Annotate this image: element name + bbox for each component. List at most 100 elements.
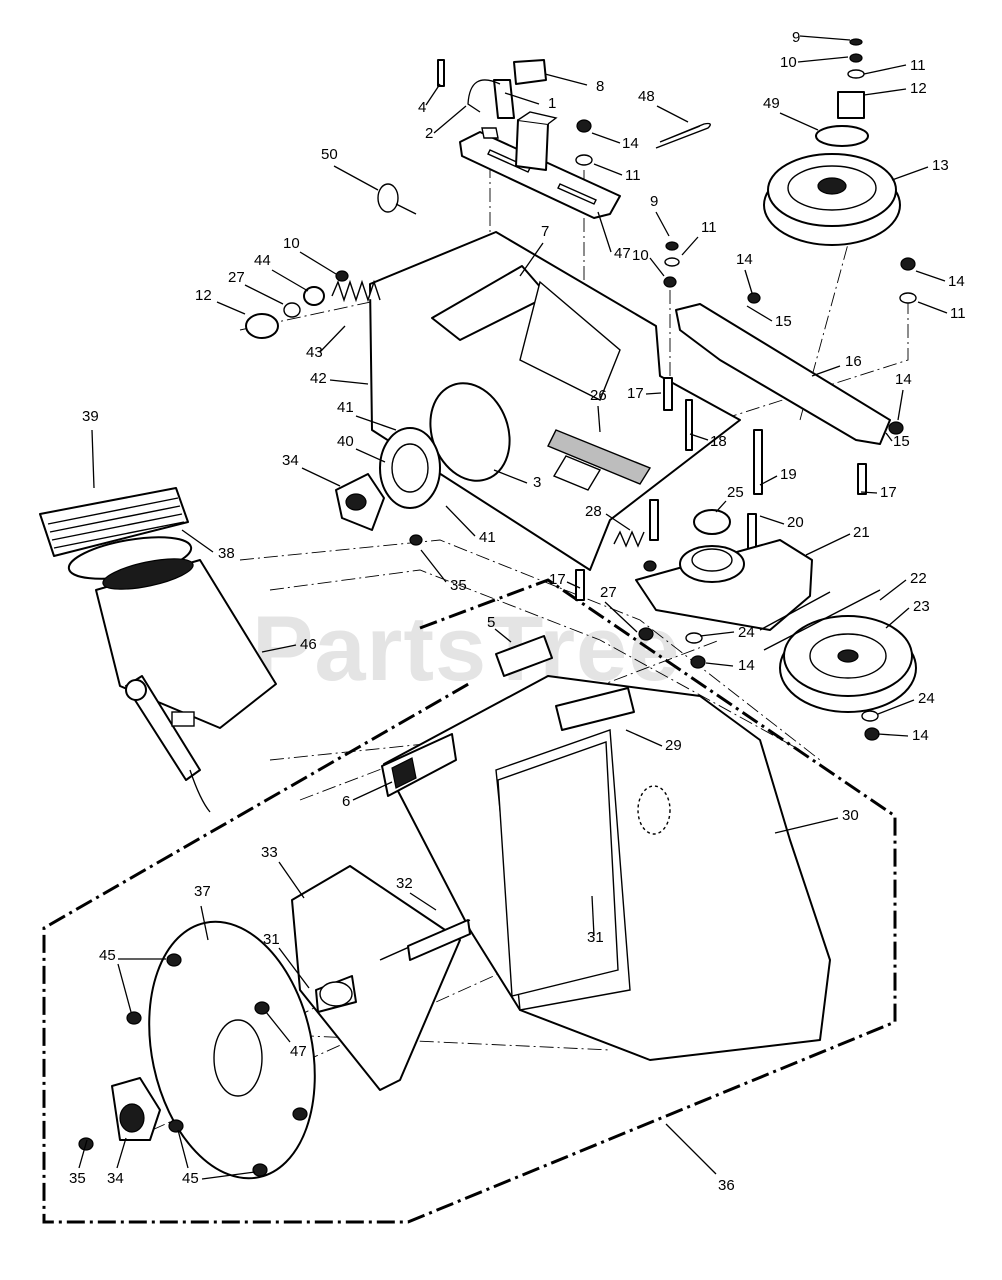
callout-label-c35b: 35 bbox=[69, 1170, 86, 1187]
callout-label-c22: 22 bbox=[910, 570, 927, 587]
callout-leader-c8 bbox=[544, 73, 588, 86]
callout-label-c13: 13 bbox=[932, 157, 949, 174]
callout-label-c8: 8 bbox=[596, 78, 604, 95]
callout-label-c29: 29 bbox=[665, 737, 682, 754]
callout-label-c41a: 41 bbox=[337, 399, 354, 416]
callout-label-c49: 49 bbox=[763, 95, 780, 112]
callout-label-c31a: 31 bbox=[263, 931, 280, 948]
callout-leader-c46 bbox=[261, 644, 297, 653]
callout-leader-c30 bbox=[774, 817, 839, 834]
callout-leader-c14a bbox=[591, 132, 621, 144]
callout-leader-c37 bbox=[200, 905, 209, 941]
hairpin-clip bbox=[655, 122, 711, 149]
callout-leader-c27a bbox=[244, 284, 284, 305]
callout-label-c7: 7 bbox=[541, 223, 549, 240]
callout-label-c10a: 10 bbox=[780, 54, 797, 71]
callout-leader-c43 bbox=[319, 325, 346, 353]
callout-leader-c19 bbox=[759, 475, 778, 486]
callout-label-c18: 18 bbox=[710, 433, 727, 450]
callout-leader-c35b bbox=[78, 1139, 88, 1169]
callout-label-c33: 33 bbox=[261, 844, 278, 861]
callout-leader-c12a bbox=[863, 88, 907, 96]
assembly-group-border bbox=[42, 578, 897, 1224]
callout-leader-c9b bbox=[655, 211, 670, 237]
decal-5 bbox=[495, 635, 553, 677]
callout-leader-c22 bbox=[879, 579, 907, 601]
callout-label-c20: 20 bbox=[787, 514, 804, 531]
callout-leader-c28 bbox=[605, 513, 631, 531]
callout-leader-c11b bbox=[593, 163, 623, 176]
callout-leader-c33 bbox=[278, 861, 305, 899]
callout-leader-c11a bbox=[863, 64, 907, 75]
callout-label-c14f: 14 bbox=[912, 727, 929, 744]
callout-leader-c6 bbox=[352, 781, 393, 801]
callout-label-c45a: 45 bbox=[99, 947, 116, 964]
callout-leader-c20 bbox=[759, 515, 785, 525]
callout-leader-c21 bbox=[805, 533, 851, 556]
callout-label-c11c: 11 bbox=[701, 219, 717, 236]
callout-label-c44: 44 bbox=[254, 252, 271, 269]
callout-leader-c32 bbox=[409, 892, 437, 911]
callout-leader-c2 bbox=[433, 105, 467, 134]
callout-leader-c45d bbox=[177, 1129, 189, 1169]
callout-label-c36: 36 bbox=[718, 1177, 735, 1194]
callout-leader-c3 bbox=[493, 469, 528, 484]
callout-label-c38: 38 bbox=[218, 545, 235, 562]
callout-leader-c15b bbox=[885, 432, 893, 442]
callout-leader-c23 bbox=[885, 607, 910, 629]
callout-leader-c14e bbox=[705, 662, 734, 667]
callout-leader-c15a bbox=[746, 305, 773, 322]
bolts bbox=[575, 377, 867, 601]
callout-label-c47b: 47 bbox=[290, 1043, 307, 1060]
callout-leader-c49 bbox=[779, 112, 819, 131]
callout-label-c12a: 12 bbox=[910, 80, 927, 97]
callout-leader-c36 bbox=[665, 1123, 717, 1175]
callout-label-c48: 48 bbox=[638, 88, 655, 105]
callout-leader-c50 bbox=[333, 165, 379, 191]
callout-label-c14c: 14 bbox=[948, 273, 965, 290]
callout-label-c6: 6 bbox=[342, 793, 350, 810]
callout-label-c31b: 31 bbox=[587, 929, 604, 946]
callout-leader-c34b bbox=[116, 1137, 127, 1169]
callout-label-c25: 25 bbox=[727, 484, 744, 501]
callout-leader-c39 bbox=[91, 429, 95, 489]
callout-leader-c47b bbox=[265, 1011, 291, 1043]
callout-label-c28: 28 bbox=[585, 503, 602, 520]
callout-label-c24a: 24 bbox=[738, 624, 755, 641]
callout-label-c41b: 41 bbox=[479, 529, 496, 546]
callout-label-c47a: 47 bbox=[614, 245, 631, 262]
flange-nuts bbox=[78, 953, 308, 1177]
callout-leader-c10a bbox=[797, 56, 849, 63]
callout-label-c4: 4 bbox=[418, 99, 426, 116]
callout-label-c15b: 15 bbox=[893, 433, 910, 450]
callout-leader-c47a bbox=[597, 211, 612, 253]
lower-idler-bracket bbox=[635, 509, 813, 631]
callout-leader-c9a bbox=[799, 35, 851, 41]
callout-label-c43: 43 bbox=[306, 344, 323, 361]
callout-label-c30: 30 bbox=[842, 807, 859, 824]
callout-leader-c42 bbox=[329, 379, 369, 385]
callout-label-c26: 26 bbox=[590, 387, 607, 404]
callout-label-c11a: 11 bbox=[910, 57, 926, 74]
callout-leader-c38 bbox=[181, 529, 214, 553]
callout-label-c39: 39 bbox=[82, 408, 99, 425]
upper-idler-pulley bbox=[763, 38, 901, 246]
callout-leader-c18 bbox=[689, 433, 709, 441]
impeller bbox=[291, 865, 471, 1091]
ring-pin bbox=[377, 183, 417, 215]
callout-leader-c16 bbox=[811, 365, 841, 377]
callout-leader-c11c bbox=[681, 236, 699, 256]
top-hardware bbox=[437, 59, 547, 139]
callout-leader-c26 bbox=[597, 405, 601, 433]
callout-label-c15a: 15 bbox=[775, 313, 792, 330]
callout-label-c19: 19 bbox=[780, 466, 797, 483]
callout-label-c14e: 14 bbox=[738, 657, 755, 674]
callout-label-c11d: 11 bbox=[950, 305, 966, 322]
callout-label-c35a: 35 bbox=[450, 577, 467, 594]
callout-label-c14b: 14 bbox=[736, 251, 753, 268]
callout-label-c5: 5 bbox=[487, 614, 495, 631]
callout-label-c34a: 34 bbox=[282, 452, 299, 469]
callout-leader-c24a bbox=[699, 631, 735, 637]
callout-label-c16: 16 bbox=[845, 353, 862, 370]
upper-adjustment-plate bbox=[459, 111, 621, 219]
